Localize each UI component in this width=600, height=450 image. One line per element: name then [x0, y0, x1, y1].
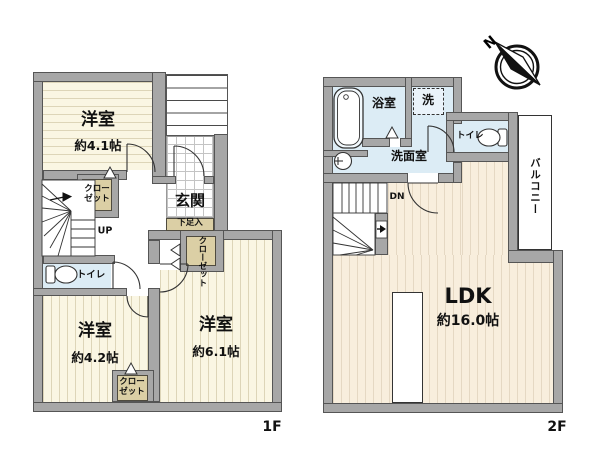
ldk-fill-upper [462, 162, 508, 255]
room41-name: 洋室 [81, 110, 115, 131]
wall-segment [148, 240, 160, 264]
wall-segment [272, 230, 282, 412]
room41-size: 約4.1帖 [74, 137, 122, 153]
wall-segment [33, 72, 43, 412]
closet61-label: クローゼット [196, 236, 207, 287]
toilet-1f-label: トイレ [76, 269, 106, 281]
compass-icon: N [481, 33, 541, 90]
wall-segment [204, 176, 214, 184]
ldk-fill-main [333, 255, 553, 403]
washing-machine-space [413, 88, 444, 115]
room42-size: 約4.2帖 [71, 349, 119, 365]
hall-notch [160, 240, 180, 270]
wall-segment [323, 77, 462, 87]
floor1-label: 1F [262, 418, 282, 435]
wall-segment [453, 77, 462, 124]
compass-north-label: N [481, 33, 500, 53]
wall-segment [152, 72, 166, 184]
wall-segment [400, 138, 412, 147]
room42-name: 洋室 [78, 321, 112, 342]
bathroom-label: 浴室 [371, 96, 397, 111]
closet42-label: クローゼット [119, 377, 145, 397]
wall-segment [323, 150, 368, 157]
balcony [518, 115, 552, 250]
wall-segment [508, 112, 518, 263]
wall-segment [323, 403, 563, 413]
room61-name: 洋室 [199, 315, 233, 336]
closet-room61 [186, 236, 216, 266]
wall-segment [152, 176, 176, 184]
shoe-cabinet-label: 下足入 [177, 218, 203, 229]
wall-segment [453, 162, 462, 183]
ldk-size: 約16.0帖 [436, 312, 500, 329]
wall-segment [375, 213, 388, 255]
stairs-down-label: DN [389, 191, 405, 202]
stairs-up-label: UP [97, 225, 113, 237]
washroom-label: 洗面室 [390, 149, 428, 164]
ldk-name: LDK [444, 283, 492, 308]
toilet-2f-label: トイレ [456, 130, 484, 141]
shoe-cabinet [166, 218, 214, 231]
balcony-label: バルコニー [529, 157, 542, 215]
wall-segment [323, 173, 408, 183]
wall-segment [323, 77, 333, 413]
wall-segment [33, 72, 166, 82]
wall-segment [33, 402, 282, 412]
floor2-label: 2F [547, 418, 567, 435]
wall-segment [446, 120, 454, 154]
entrance-label: 玄関 [174, 191, 206, 210]
bathtub-area-fill [333, 87, 365, 150]
washer-label: 洗 [421, 93, 435, 108]
room61-size: 約6.1帖 [192, 343, 240, 359]
wall-segment [43, 255, 115, 264]
entrance-approach-steps [166, 74, 228, 136]
closet41-label: クローゼット [84, 184, 110, 204]
wall-segment [362, 138, 390, 147]
wall-segment [214, 134, 228, 240]
kitchen-counter [392, 292, 423, 403]
wall-segment [553, 250, 563, 413]
room-6-1-fill [160, 240, 272, 402]
wall-segment [33, 288, 127, 296]
closet-room42 [117, 375, 148, 401]
wall-segment [405, 77, 412, 147]
